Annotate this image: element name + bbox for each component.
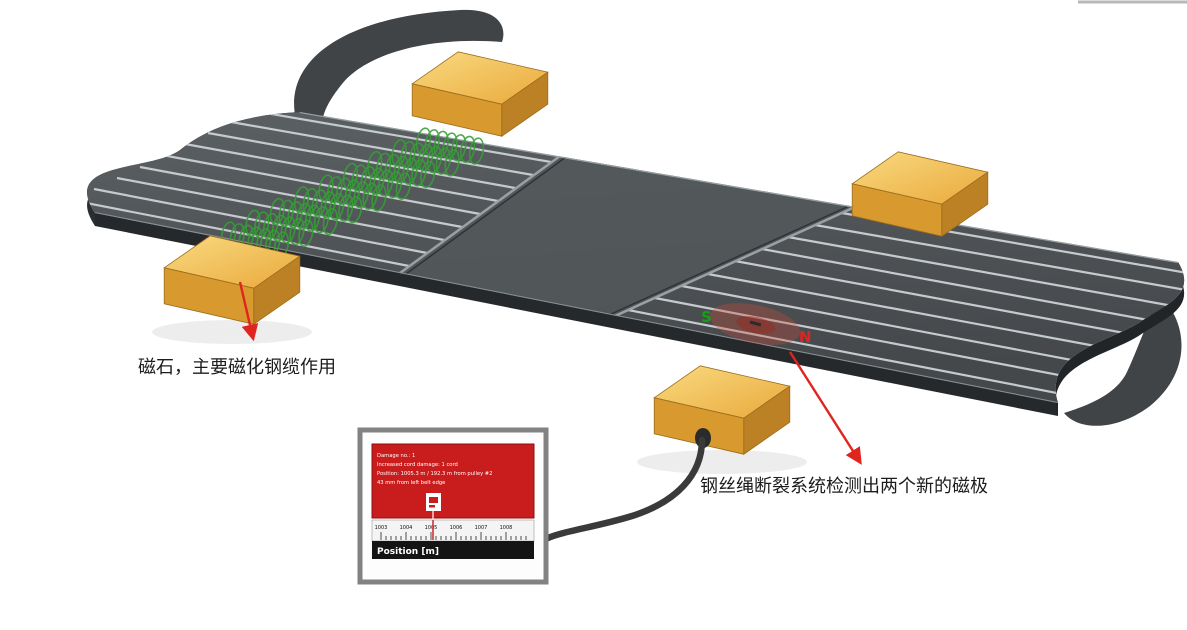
magnet-top-right: [851, 151, 989, 237]
pole-marker: S N: [701, 303, 812, 346]
scale-label: 1006: [450, 525, 463, 531]
steel-cord: [681, 284, 1120, 371]
magnet-side-face: [743, 385, 791, 455]
scale-label: 1005: [425, 525, 438, 531]
magnet-annotation-arrow-icon: [238, 281, 259, 342]
steel-cord: [207, 131, 516, 190]
steel-cord: [139, 165, 463, 229]
steel-cord: [787, 235, 1174, 308]
scale-label: 1003: [375, 525, 388, 531]
magnet-bottom-right: [653, 365, 791, 455]
detection-annotation: 钢丝绳断裂系统检测出两个新的磁极: [700, 476, 988, 497]
scale-label: 1004: [400, 525, 413, 531]
monitor-screen: [371, 443, 535, 519]
steel-cord: [627, 308, 1094, 402]
magnet-side-face: [941, 171, 989, 237]
steel-cords-left: [87, 112, 552, 268]
screen-line: 43 mm from left belt edge: [377, 480, 445, 486]
belt-end-flap-left: [294, 9, 504, 122]
axis-label-bar: [372, 541, 534, 559]
steel-cord: [253, 112, 552, 164]
screen-line: Position: 1005.3 m / 192.3 m from pulley…: [377, 471, 492, 477]
steel-cord: [761, 247, 1160, 324]
magnet-side-face: [253, 255, 301, 325]
axis-label: Position [m]: [377, 547, 439, 557]
seam-line: [614, 205, 856, 318]
belt-side-face: [95, 213, 1058, 416]
steel-cord: [184, 142, 499, 203]
steel-cord: [707, 272, 1134, 355]
damage-icon-mark: [429, 505, 435, 508]
magnet-top-left: [411, 51, 549, 137]
damage-icon-mark: [429, 497, 438, 503]
seam-shadow: [608, 205, 850, 316]
steel-cord: [161, 153, 481, 216]
steel-cord: [654, 296, 1107, 386]
steel-cord: [814, 223, 1185, 292]
cover-seams: [399, 154, 856, 318]
screen-line: Damage no.: 1: [377, 453, 415, 459]
north-pole-label: N: [799, 328, 812, 346]
magnet-bottom-left: [163, 235, 301, 325]
cord-break-gap: [749, 320, 762, 327]
sensor-cable-group: [544, 428, 711, 542]
scale-label: 1007: [475, 525, 488, 531]
magnet-side-face: [501, 71, 549, 137]
scale-label: 1008: [500, 525, 513, 531]
steel-cord: [230, 120, 534, 177]
south-pole-label: S: [701, 308, 712, 326]
steel-cord: [734, 259, 1147, 339]
belt-end-thickness-right: [1055, 262, 1185, 416]
seam-shadow: [405, 156, 567, 275]
seam-line: [399, 154, 561, 275]
magnet-shadow: [637, 450, 807, 474]
damage-icon: [426, 493, 441, 520]
magnet-annotation: 磁石，主要磁化钢缆作用: [138, 357, 336, 378]
belt-end-flap-right: [1064, 295, 1182, 426]
steel-cord: [87, 198, 410, 268]
steel-cords-right: [627, 211, 1185, 402]
monitor: Damage no.: 1 Increased cord damage: 1 c…: [357, 427, 549, 585]
magnet-shadow: [152, 320, 312, 344]
detection-annotation-arrow-icon: [788, 351, 862, 465]
sensor-cable: [544, 436, 706, 542]
screen-line: Increased cord damage: 1 cord: [377, 462, 458, 468]
